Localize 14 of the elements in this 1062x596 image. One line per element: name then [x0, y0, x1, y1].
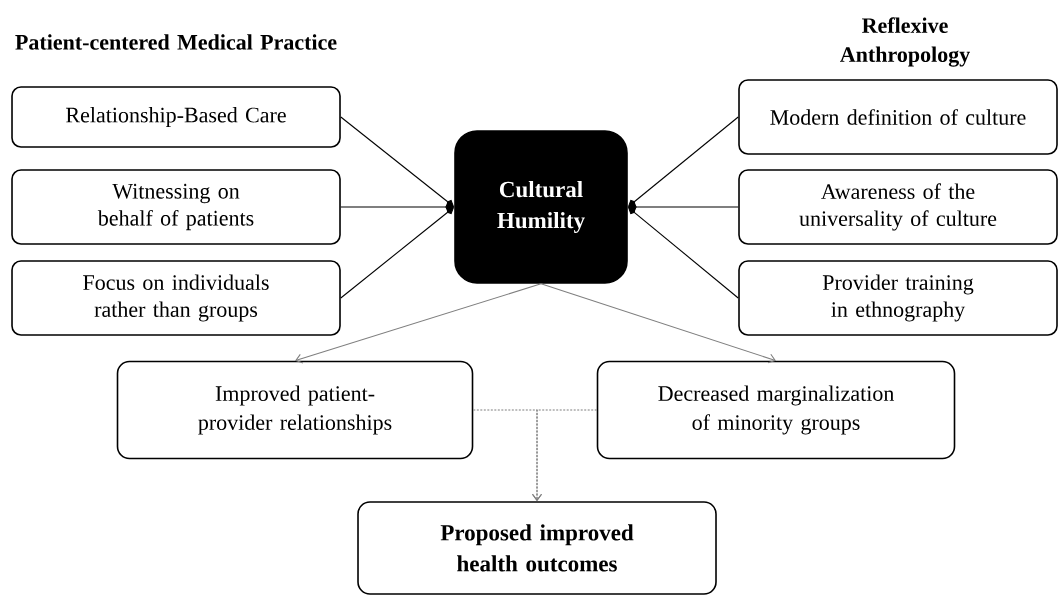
text-box: Relationship-Based Care: [11, 86, 341, 148]
text-box: Modern definition of culture: [738, 79, 1058, 155]
arrow: [531, 409, 598, 502]
central-box: Cultural Humility: [454, 130, 628, 284]
group-heading: Patient-centered Medical Practice: [15, 34, 337, 50]
outcome-box: Decreased marginalization of minority groups: [596, 360, 956, 460]
text-box: Focus on individuals rather than groups: [11, 260, 341, 336]
text-box: Awareness of the universality of culture: [738, 169, 1058, 245]
text-box: Witnessing on behalf of patients: [11, 169, 341, 245]
outcome-box: Improved patient-provider relationships: [116, 360, 474, 460]
outcome-box: Proposed improved health outcomes: [357, 501, 717, 595]
arrow: [540, 283, 776, 364]
arrow: [295, 283, 542, 364]
text-box: Provider training in ethnography: [738, 260, 1058, 336]
